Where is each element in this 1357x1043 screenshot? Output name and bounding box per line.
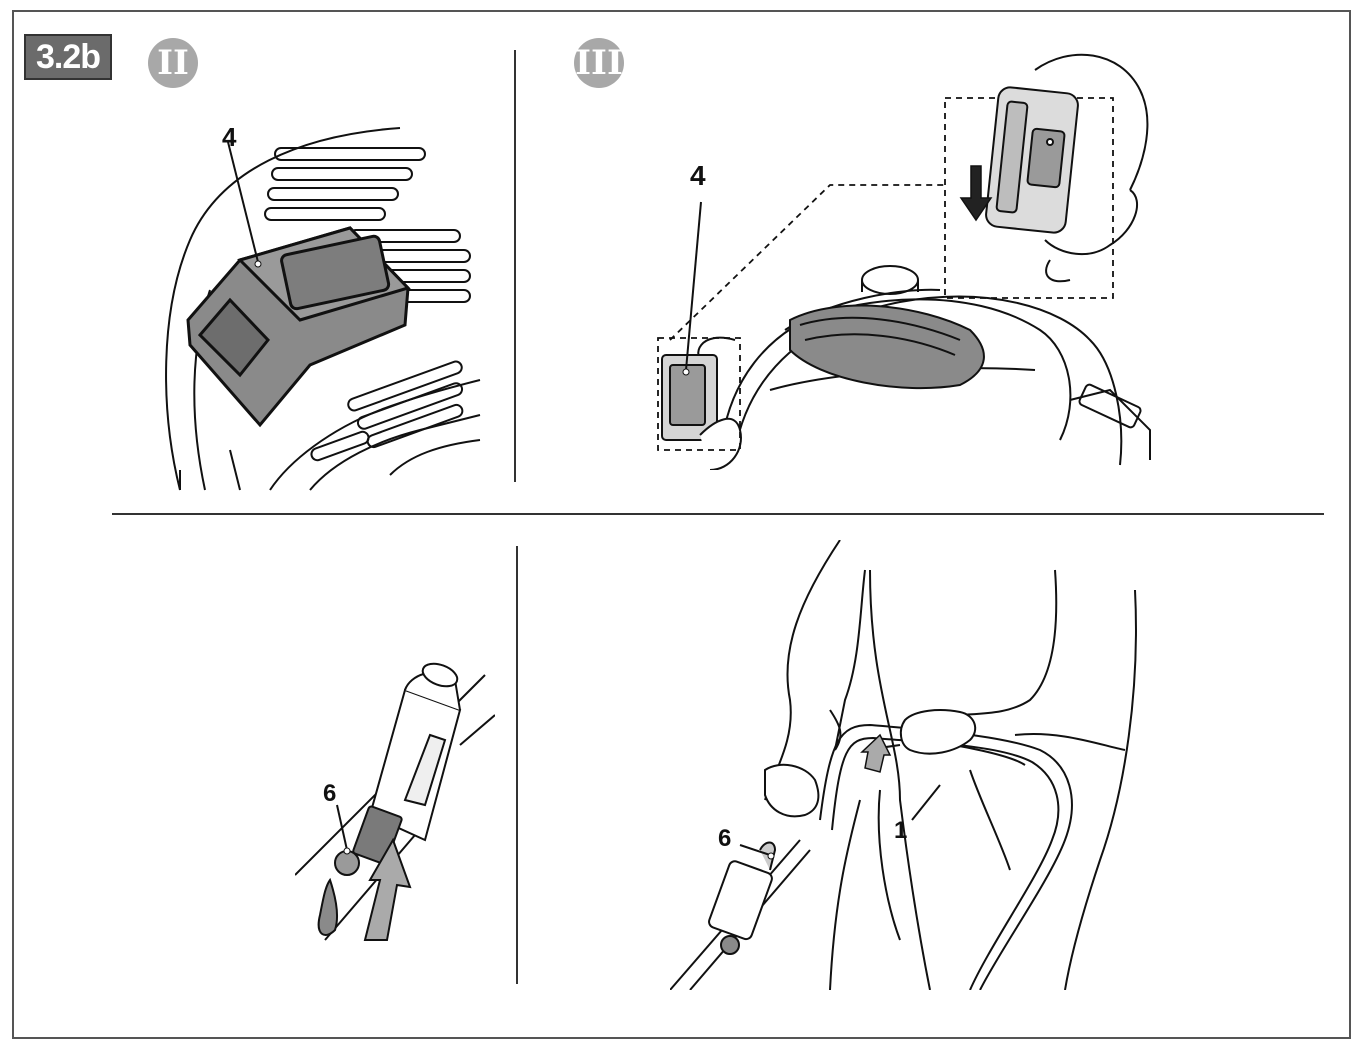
figure-frame <box>12 10 1351 1039</box>
figure-number-badge: 3.2b <box>24 34 112 80</box>
battery-compartment <box>186 226 411 428</box>
battery-slot <box>661 354 742 470</box>
vertical-divider-bottom <box>516 546 518 984</box>
panel-operator-start: 6 1 <box>670 540 1137 990</box>
panel-safety-lever: 6 <box>295 662 495 941</box>
arrow-up-icon <box>363 837 412 941</box>
panel-battery-housing: 4 <box>165 122 481 491</box>
battery-pack <box>985 53 1149 283</box>
horizontal-divider <box>112 513 1324 515</box>
arrow-down-icon <box>959 165 993 222</box>
step-marker-2: II <box>148 38 198 88</box>
callout-handle-1: 1 <box>894 817 907 844</box>
callout-leader-4 <box>227 141 259 263</box>
arrow-up-icon <box>860 733 892 773</box>
callout-battery-4: 4 <box>222 122 237 152</box>
callout-lever-6: 6 <box>718 825 731 852</box>
detail-box-small <box>657 337 741 451</box>
operator-hands <box>764 709 977 818</box>
vertical-divider-top <box>514 50 516 482</box>
callout-lever-6: 6 <box>323 780 336 807</box>
callout-battery-4: 4 <box>690 160 706 191</box>
panel-insert-battery: 4 <box>657 53 1151 470</box>
detail-box-large <box>944 97 1114 299</box>
lever-housing <box>708 841 777 955</box>
handle-grip <box>368 662 462 842</box>
step-marker-3: III <box>574 38 624 88</box>
handle-bar <box>819 723 1073 990</box>
